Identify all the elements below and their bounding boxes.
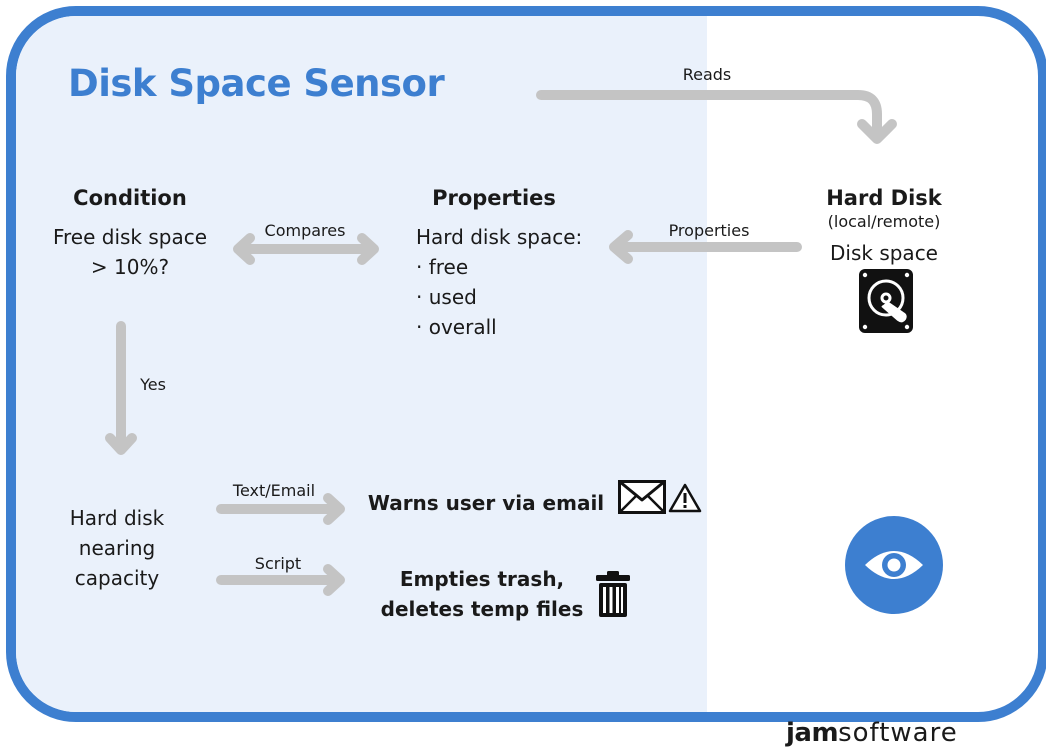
list-item: free	[416, 252, 582, 282]
script-label: Script	[254, 554, 302, 573]
state-line-2: nearing	[78, 536, 156, 560]
yes-label: Yes	[140, 375, 166, 394]
hard-disk-heading: Hard Disk	[826, 186, 942, 210]
brand-light: software	[838, 718, 958, 748]
state-line-1: Hard disk	[69, 506, 165, 530]
state-line-3: capacity	[74, 566, 160, 590]
capacity-state: Hard disk nearing capacity	[42, 503, 192, 593]
envelope-icon	[618, 480, 666, 514]
hard-disk-label: Disk space	[830, 241, 938, 265]
list-item: used	[416, 282, 582, 312]
properties-text: Hard disk space: free used overall	[416, 222, 582, 342]
warn-action: Warns user via email	[367, 491, 605, 515]
condition-line-1: Free disk space	[52, 225, 208, 249]
properties-arrow-label: Properties	[668, 221, 750, 240]
cleanup-line-2: deletes temp files	[380, 597, 584, 621]
page-title: Disk Space Sensor	[68, 62, 445, 105]
trash-icon	[596, 571, 630, 617]
hard-disk-icon	[859, 269, 913, 333]
properties-list: free used overall	[416, 252, 582, 342]
properties-intro: Hard disk space:	[416, 225, 583, 249]
text-email-label: Text/Email	[232, 481, 316, 500]
cleanup-line-1: Empties trash,	[399, 567, 565, 591]
properties-heading: Properties	[432, 186, 556, 210]
list-item: overall	[416, 312, 582, 342]
condition-line-2: > 10%?	[90, 255, 170, 279]
brand-bold: jam	[786, 718, 839, 748]
eye-button[interactable]	[845, 516, 943, 614]
condition-text: Free disk space > 10%?	[30, 222, 230, 282]
warning-icon	[668, 483, 702, 513]
hard-disk-subheading: (local/remote)	[827, 212, 941, 231]
brand-logo: jamsoftware	[786, 718, 958, 748]
eye-icon	[865, 551, 923, 579]
cleanup-action: Empties trash, deletes temp files	[372, 564, 592, 624]
condition-heading: Condition	[73, 186, 187, 210]
reads-label: Reads	[682, 65, 732, 84]
compares-label: Compares	[264, 221, 346, 240]
